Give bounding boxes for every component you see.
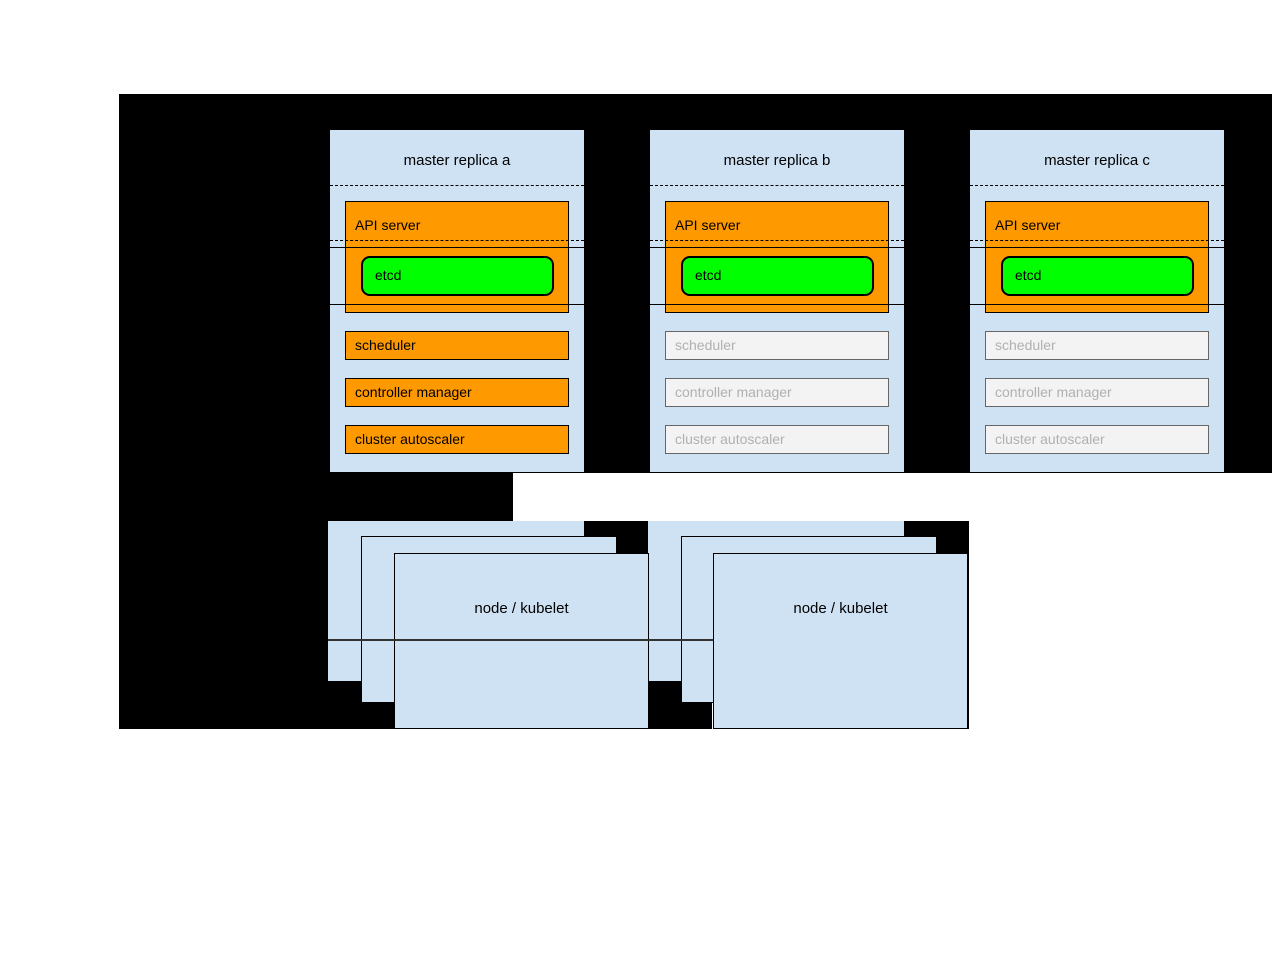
node-kubelet-label: node / kubelet — [793, 600, 888, 617]
cluster-autoscaler-box: cluster autoscaler — [985, 425, 1209, 454]
controller-manager-box: controller manager — [345, 378, 569, 407]
zone-divider-dashed-mid — [650, 240, 904, 241]
master-replica-c-panel: master replica c API server etcd schedul… — [969, 129, 1225, 473]
node-kubelet-box: node / kubelet — [394, 553, 649, 729]
api-server-box: API server etcd — [985, 201, 1209, 313]
controller-manager-box: controller manager — [985, 378, 1209, 407]
controller-manager-box: controller manager — [665, 378, 889, 407]
node-kubelet-box: node / kubelet — [713, 553, 968, 729]
api-server-label: API server — [355, 217, 421, 233]
api-server-label: API server — [995, 217, 1061, 233]
scheduler-box: scheduler — [345, 331, 569, 360]
replica-title: master replica a — [403, 152, 511, 169]
etcd-box: etcd — [361, 256, 554, 296]
etcd-label: etcd — [695, 267, 722, 283]
master-replica-b-panel: master replica b API server etcd schedul… — [649, 129, 905, 473]
zone-divider-dashed-mid — [330, 240, 584, 241]
zone-divider-dashed-top — [330, 185, 584, 186]
api-server-box: API server etcd — [345, 201, 569, 313]
zone-divider-solid-lower — [650, 304, 904, 305]
zone-divider-solid-upper — [650, 247, 904, 248]
node-kubelet-label: node / kubelet — [474, 600, 569, 617]
api-server-label: API server — [675, 217, 741, 233]
node-zone-line — [328, 639, 713, 641]
replica-title: master replica b — [723, 152, 831, 169]
scheduler-box: scheduler — [985, 331, 1209, 360]
scheduler-box: scheduler — [665, 331, 889, 360]
etcd-box: etcd — [1001, 256, 1194, 296]
etcd-label: etcd — [375, 267, 402, 283]
etcd-box: etcd — [681, 256, 874, 296]
zone-divider-dashed-mid — [970, 240, 1224, 241]
zone-divider-dashed-top — [650, 185, 904, 186]
zone-divider-solid-upper — [330, 247, 584, 248]
master-replica-a-panel: master replica a API server etcd schedul… — [329, 129, 585, 473]
zone-divider-solid-lower — [970, 304, 1224, 305]
api-server-box: API server etcd — [665, 201, 889, 313]
replica-title: master replica c — [1044, 152, 1150, 169]
etcd-label: etcd — [1015, 267, 1042, 283]
cluster-autoscaler-box: cluster autoscaler — [345, 425, 569, 454]
zone-divider-solid-lower — [330, 304, 584, 305]
zone-divider-solid-upper — [970, 247, 1224, 248]
zone-divider-dashed-top — [970, 185, 1224, 186]
cluster-autoscaler-box: cluster autoscaler — [665, 425, 889, 454]
